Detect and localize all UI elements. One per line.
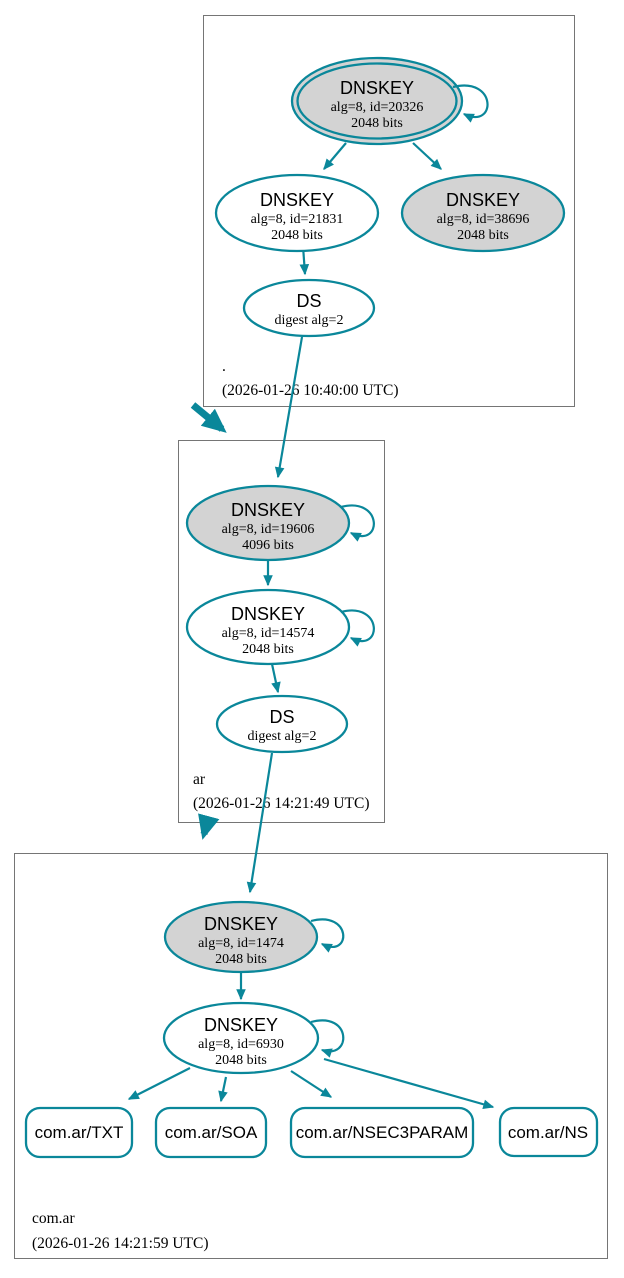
dnskey-1474-ellipse [163, 900, 319, 974]
node-bits: 2048 bits [215, 952, 267, 967]
edge-root-ksk-to-dnskey-38696 [412, 142, 442, 170]
zone-timestamp-root: (2026-01-26 10:40:00 UTC) [222, 382, 399, 399]
node-bits: 4096 bits [242, 538, 294, 553]
node-label: DNSKEY [204, 914, 278, 934]
rrset-soa-box [154, 1106, 268, 1159]
node-alg-id: alg=8, id=14574 [222, 626, 315, 641]
edge-root-ds-to-ar-ksk [274, 336, 304, 479]
dnskey-20326-outer-ellipse [290, 56, 464, 146]
zone-timestamp-ar: (2026-01-26 14:21:49 UTC) [193, 795, 370, 812]
rrset-com-ar-txt: com.ar/TXT [24, 1106, 134, 1159]
node-alg-id: alg=8, id=20326 [331, 100, 424, 115]
node-dnskey-6930: DNSKEY alg=8, id=6930 2048 bits [162, 1001, 345, 1075]
node-alg-id: alg=8, id=21831 [251, 212, 344, 227]
node-bits: 2048 bits [457, 228, 509, 243]
node-dnskey-14574: DNSKEY alg=8, id=14574 2048 bits [185, 588, 375, 666]
node-alg-id: alg=8, id=6930 [198, 1037, 284, 1052]
ds-root-ellipse [242, 278, 376, 338]
self-sign-loop-1474 [310, 918, 345, 953]
dnskey-21831-ellipse [214, 173, 380, 253]
delegation-arrow-root-to-ar [190, 402, 227, 433]
node-label: DNSKEY [204, 1015, 278, 1035]
edge-ar-ds-to-com-ar-ksk [246, 752, 274, 894]
zone-name-root: . [222, 358, 226, 375]
node-dnskey-20326: DNSKEY alg=8, id=20326 2048 bits [290, 56, 489, 146]
dnskey-19606-ellipse [185, 484, 351, 562]
rrset-label: com.ar/TXT [35, 1123, 124, 1142]
edge-ar-zsk-to-ds [270, 663, 281, 694]
rrset-label: com.ar/SOA [165, 1123, 258, 1142]
self-sign-loop-6930 [310, 1019, 345, 1058]
zone-box-com-ar [14, 853, 608, 1259]
node-alg-id: alg=8, id=19606 [222, 522, 315, 537]
node-bits: 2048 bits [351, 116, 403, 131]
node-label: DNSKEY [231, 604, 305, 624]
self-sign-loop-20326 [452, 84, 489, 123]
zone-name-ar: ar [193, 771, 206, 788]
node-alg-id: alg=8, id=38696 [437, 212, 530, 227]
self-sign-loop-19606 [340, 504, 375, 542]
node-dnskey-1474: DNSKEY alg=8, id=1474 2048 bits [163, 900, 345, 974]
edge-com-ar-zsk-to-nsec3param [290, 1070, 333, 1098]
node-label: DNSKEY [260, 190, 334, 210]
zone-name-com-ar: com.ar [32, 1210, 75, 1227]
zone-timestamp-com-ar: (2026-01-26 14:21:59 UTC) [32, 1235, 209, 1252]
node-dnskey-19606: DNSKEY alg=8, id=19606 4096 bits [185, 484, 375, 562]
node-bits: 2048 bits [242, 642, 294, 657]
edge-com-ar-zsk-to-soa [218, 1076, 228, 1103]
node-bits: 2048 bits [271, 228, 323, 243]
dnskey-6930-ellipse [162, 1001, 320, 1075]
node-bits: 2048 bits [215, 1053, 267, 1068]
node-label: DS [269, 707, 294, 727]
rrset-label: com.ar/NS [508, 1123, 588, 1142]
edge-root-ksk-to-zsk [323, 142, 347, 170]
rrset-com-ar-soa: com.ar/SOA [154, 1106, 268, 1159]
node-dnskey-38696: DNSKEY alg=8, id=38696 2048 bits [400, 173, 566, 253]
edge-com-ar-zsk-to-ns [323, 1057, 495, 1109]
node-ds-ar: DS digest alg=2 [215, 694, 349, 754]
node-alg-id: alg=8, id=1474 [198, 936, 284, 951]
node-label: DNSKEY [340, 78, 414, 98]
node-label: DNSKEY [446, 190, 520, 210]
ds-ar-ellipse [215, 694, 349, 754]
rrset-txt-box [24, 1106, 134, 1159]
rrset-nsec3param-box [289, 1106, 475, 1159]
node-digest: digest alg=2 [275, 313, 344, 328]
delegation-arrow-ar-to-com-ar [198, 813, 220, 840]
node-label: DS [296, 291, 321, 311]
node-digest: digest alg=2 [248, 729, 317, 744]
dnskey-20326-inner-ellipse [296, 62, 458, 140]
rrset-label: com.ar/NSEC3PARAM [296, 1123, 469, 1142]
node-dnskey-21831: DNSKEY alg=8, id=21831 2048 bits [214, 173, 380, 253]
edge-com-ar-zsk-to-txt [127, 1067, 191, 1100]
node-ds-root: DS digest alg=2 [242, 278, 376, 338]
rrset-ns-box [498, 1106, 599, 1158]
rrset-com-ar-nsec3param: com.ar/NSEC3PARAM [289, 1106, 475, 1159]
dnskey-38696-ellipse [400, 173, 566, 253]
rrset-com-ar-ns: com.ar/NS [498, 1106, 599, 1158]
node-label: DNSKEY [231, 500, 305, 520]
dnskey-14574-ellipse [185, 588, 351, 666]
self-sign-loop-14574 [340, 609, 375, 647]
